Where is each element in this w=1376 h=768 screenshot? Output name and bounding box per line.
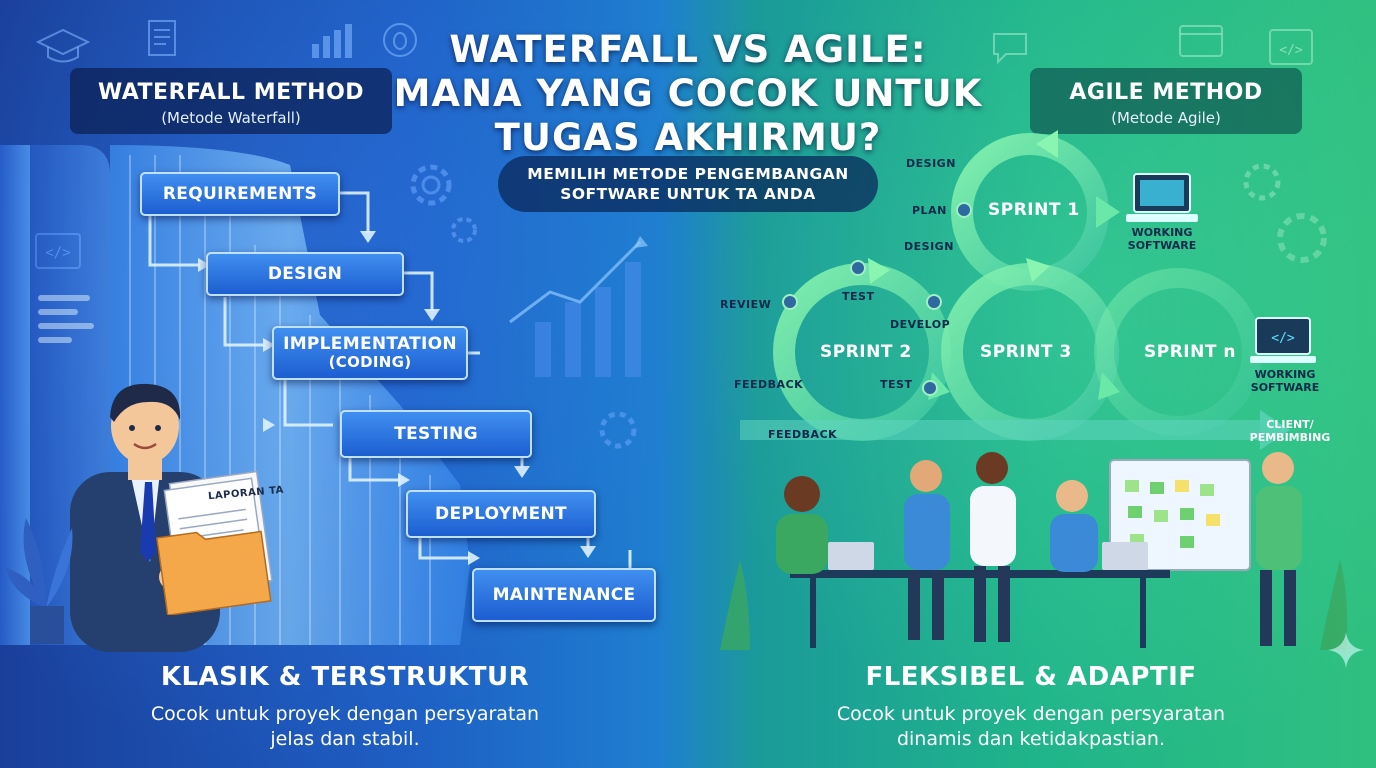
step-implementation: IMPLEMENTATION (CODING) <box>272 326 468 380</box>
gear-icon-lower <box>599 411 637 449</box>
sprint-3-label: SPRINT 3 <box>980 342 1072 362</box>
label-test-mid: TEST <box>880 378 913 391</box>
agile-footer-line-1: Cocok untuk proyek dengan persyaratan <box>836 703 1226 725</box>
code-window-icon: </> <box>1269 29 1313 65</box>
client-label: CLIENT/ PEMBIMBING <box>1240 418 1340 444</box>
waterfall-heading: WATERFALL METHOD <box>97 80 365 105</box>
waterfall-footer-description: Cocok untuk proyek dengan persyaratan je… <box>60 702 630 752</box>
waterfall-subheading: (Metode Waterfall) <box>161 109 301 127</box>
waterfall-footer-title: KLASIK & TERSTRUKTUR <box>160 662 530 692</box>
waterfall-header: WATERFALL METHOD (Metode Waterfall) <box>70 68 392 134</box>
svg-text:</>: </> <box>1279 43 1303 58</box>
subtitle-pill: MEMILIH METODE PENGEMBANGAN SOFTWARE UNT… <box>498 156 878 212</box>
working-software-1-line-2: SOFTWARE <box>1127 239 1197 252</box>
folder-icon <box>156 470 273 615</box>
svg-text:</>: </> <box>1271 331 1295 346</box>
agile-footer-title: FLEKSIBEL & ADAPTIF <box>865 662 1197 692</box>
step-deployment: DEPLOYMENT <box>406 490 596 538</box>
agile-header: AGILE METHOD (Metode Agile) <box>1030 68 1302 134</box>
label-design-top: DESIGN <box>906 157 956 170</box>
working-software-1-line-1: WORKING <box>1131 226 1193 239</box>
working-software-1: WORKING SOFTWARE <box>1124 226 1200 252</box>
sparkle-icon <box>1328 632 1364 668</box>
sprint-n-label: SPRINT n <box>1144 342 1236 362</box>
gear-agile-icon-2 <box>1277 213 1327 263</box>
step-implementation-line-2: (CODING) <box>328 353 412 371</box>
waterfall-footer-line-1: Cocok untuk proyek dengan persyaratan <box>150 703 540 725</box>
working-software-2: WORKING SOFTWARE <box>1240 368 1330 394</box>
label-develop: DEVELOP <box>890 318 951 331</box>
step-design: DESIGN <box>206 252 404 296</box>
step-testing: TESTING <box>340 410 532 458</box>
gear-small-icon <box>451 217 477 243</box>
working-software-2-line-1: WORKING <box>1254 368 1316 381</box>
title-line-1: WATERFALL VS AGILE: <box>449 28 927 71</box>
step-maintenance: MAINTENANCE <box>472 568 656 622</box>
agile-footer-line-2: dinamis dan ketidakpastian. <box>896 728 1166 750</box>
agile-footer-description: Cocok untuk proyek dengan persyaratan di… <box>746 702 1316 752</box>
main-title: WATERFALL VS AGILE: MANA YANG COCOK UNTU… <box>380 28 996 160</box>
label-design-mid: DESIGN <box>904 240 954 253</box>
client-label-line-1: CLIENT/ <box>1266 418 1314 431</box>
label-feedback-mid: FEEDBACK <box>734 378 804 391</box>
sprint-1-label: SPRINT 1 <box>988 200 1080 220</box>
gear-icon <box>410 164 452 206</box>
browser-icon <box>1179 25 1223 57</box>
bug-icon <box>383 23 417 57</box>
bar-chart-icon <box>312 24 352 58</box>
subtitle-line-2: SOFTWARE UNTUK TA ANDA <box>560 185 816 203</box>
agile-heading: AGILE METHOD <box>1069 80 1263 105</box>
agile-team-illustration <box>720 452 1348 650</box>
label-review: REVIEW <box>720 298 772 311</box>
agile-sprint-diagram <box>740 130 1290 450</box>
working-software-2-line-2: SOFTWARE <box>1250 381 1320 394</box>
waterfall-footer-line-2: jelas dan stabil. <box>270 728 420 750</box>
title-line-2: MANA YANG COCOK UNTUK <box>393 72 983 115</box>
client-label-line-2: PEMBIMBING <box>1249 431 1331 444</box>
subtitle-line-1: MEMILIH METODE PENGEMBANGAN <box>527 165 849 183</box>
label-feedback-arrow: FEEDBACK <box>768 428 838 441</box>
agile-subheading: (Metode Agile) <box>1111 109 1221 127</box>
label-plan: PLAN <box>912 204 947 217</box>
graduation-cap-icon <box>36 28 90 63</box>
plant-left-icon <box>6 518 73 644</box>
laptop-icon <box>1126 173 1198 222</box>
title-line-3: TUGAS AKHIRMU? <box>494 116 882 159</box>
step-requirements: REQUIREMENTS <box>140 172 340 216</box>
laptop-code-icon: </> <box>1250 317 1316 363</box>
chat-icon <box>993 33 1027 65</box>
step-implementation-line-1: IMPLEMENTATION <box>283 334 457 354</box>
label-test-top: TEST <box>842 290 875 303</box>
gear-agile-icon <box>1243 163 1281 201</box>
document-icon <box>148 20 176 56</box>
trend-chart-icon <box>509 236 648 377</box>
sprint-2-label: SPRINT 2 <box>820 342 912 362</box>
